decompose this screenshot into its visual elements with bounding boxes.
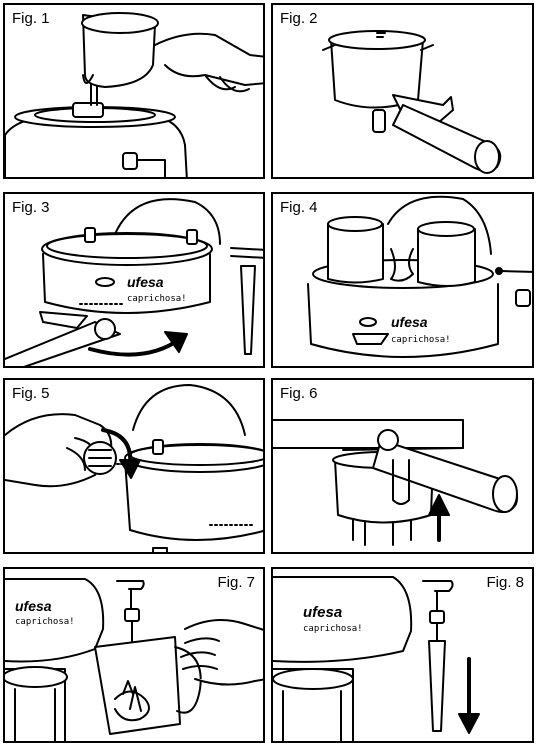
fig1-illustration [5, 12, 263, 177]
figure-1-label: Fig. 1 [12, 10, 50, 27]
figure-4-panel: ufesa caprichosa! Fig. 4 [271, 192, 534, 368]
figure-2-label: Fig. 2 [280, 10, 318, 27]
fig4-model-text: caprichosa! [391, 335, 451, 345]
figure-6-panel: Fig. 6 [271, 378, 534, 554]
fig3-model-text: caprichosa! [127, 294, 187, 304]
fig6-illustration [273, 419, 519, 546]
fig3-illustration: ufesa caprichosa! [5, 198, 263, 366]
figure-5-panel: Fig. 5 [3, 378, 265, 554]
fig8-model-text: caprichosa! [303, 624, 363, 634]
figure-5-label: Fig. 5 [12, 385, 50, 402]
figure-8-label: Fig. 8 [486, 574, 524, 591]
figure-1-panel: Fig. 1 [3, 3, 265, 179]
fig4-illustration: ufesa caprichosa! [307, 195, 532, 358]
fig7-model-text: caprichosa! [15, 617, 75, 627]
fig7-illustration: ufesa caprichosa! [5, 578, 263, 741]
fig8-brand-text: ufesa [303, 604, 342, 621]
fig3-brand-text: ufesa [127, 274, 164, 290]
fig7-brand-text: ufesa [15, 598, 52, 614]
figure-7-panel: ufesa caprichosa! Fig. 7 [3, 567, 265, 743]
fig5-illustration [5, 384, 263, 552]
fig4-brand-text: ufesa [391, 314, 428, 330]
figure-4-label: Fig. 4 [280, 199, 318, 216]
figure-8-panel: ufesa caprichosa! Fig. 8 [271, 567, 534, 743]
fig2-illustration [322, 30, 502, 174]
figure-2-panel: Fig. 2 [271, 3, 534, 179]
fig8-illustration: ufesa caprichosa! [273, 576, 480, 741]
figure-3-label: Fig. 3 [12, 199, 50, 216]
figure-7-label: Fig. 7 [217, 574, 255, 591]
figure-6-label: Fig. 6 [280, 385, 318, 402]
figure-3-panel: ufesa caprichosa! Fig. 3 [3, 192, 265, 368]
